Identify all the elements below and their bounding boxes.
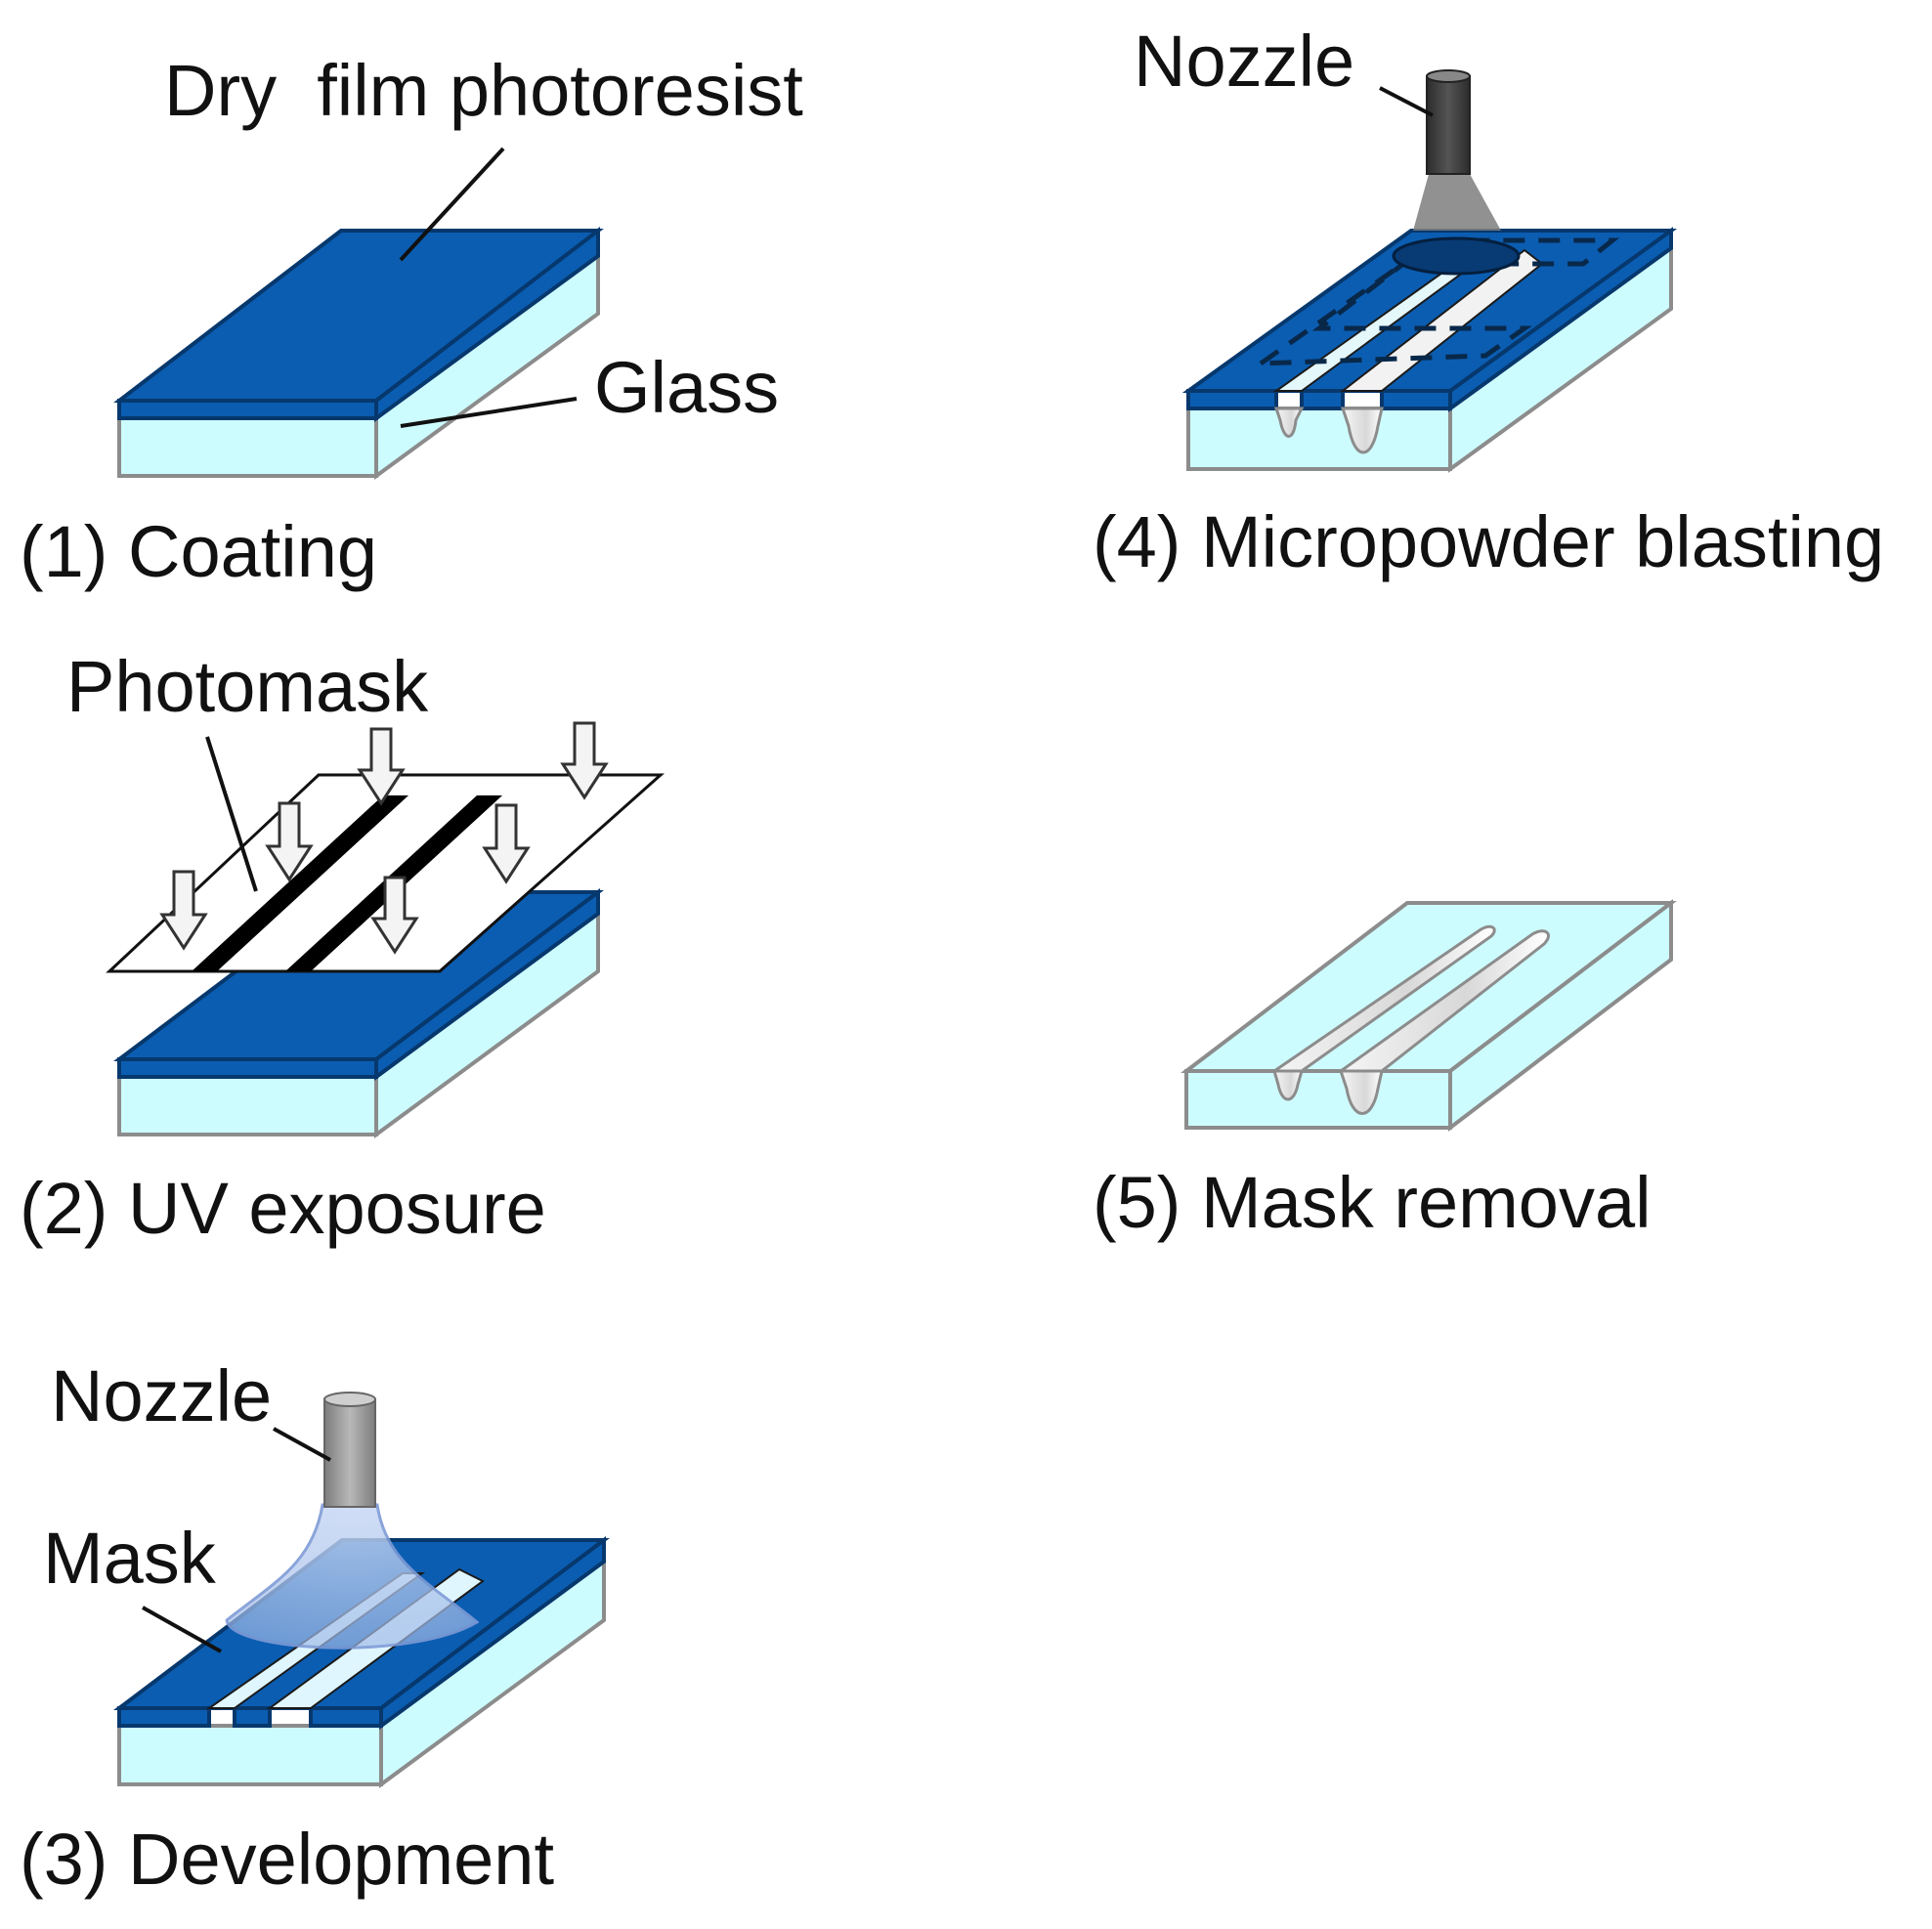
- step-4-micropowder-blasting: Nozzle (4) Micropowder blasting: [1093, 21, 1884, 582]
- spray-cone: [225, 1503, 480, 1650]
- nozzle-icon: [1426, 69, 1471, 175]
- step-1-coating: Dry film photoresist Glass (1) Coating: [20, 50, 803, 592]
- uv-arrows: [159, 721, 609, 955]
- uv-arrow-icon: [370, 876, 419, 955]
- mask-layer: [1181, 227, 1678, 412]
- step-5-caption: (5) Mask removal: [1093, 1162, 1652, 1243]
- uv-arrow-icon: [482, 803, 531, 884]
- uv-arrow-icon: [265, 801, 314, 882]
- nozzle-leader-line: [273, 1427, 331, 1462]
- resist-leader-line: [399, 147, 505, 262]
- uv-arrow-icon: [357, 727, 406, 806]
- step-2-uv-exposure: Photomask (2) UV exposure: [20, 646, 665, 1249]
- groove-profiles: [1272, 1069, 1384, 1115]
- step-2-caption: (2) UV exposure: [20, 1168, 546, 1249]
- mask-label: Mask: [43, 1518, 217, 1599]
- groove-profiles: [1273, 407, 1384, 454]
- uv-arrow-icon: [159, 870, 208, 951]
- nozzle-icon: [323, 1392, 376, 1508]
- spray-cone: [1413, 174, 1501, 231]
- step-4-caption: (4) Micropowder blasting: [1093, 501, 1884, 582]
- resist-label: Dry film photoresist: [164, 50, 803, 131]
- photomask-label: Photomask: [66, 646, 429, 727]
- step-3-caption: (3) Development: [20, 1819, 554, 1900]
- nozzle-leader-line: [1379, 86, 1434, 117]
- glass-leader-line: [400, 397, 578, 428]
- step-3-development: Nozzle Mask (3) Development: [20, 1355, 610, 1900]
- step-1-caption: (1) Coating: [20, 511, 377, 592]
- nozzle-label: Nozzle: [1134, 21, 1354, 102]
- mask-leader-line: [142, 1606, 222, 1653]
- step-5-mask-removal: (5) Mask removal: [1093, 898, 1677, 1243]
- uv-arrow-icon: [560, 721, 609, 800]
- glass-label: Glass: [594, 347, 779, 428]
- channels: [1269, 924, 1550, 1073]
- nozzle-label: Nozzle: [51, 1355, 272, 1436]
- photomask-sheet: [106, 773, 665, 973]
- photomask-leader-line: [205, 736, 258, 892]
- glass-block: [117, 910, 600, 1138]
- photoresist-layer: [113, 226, 604, 422]
